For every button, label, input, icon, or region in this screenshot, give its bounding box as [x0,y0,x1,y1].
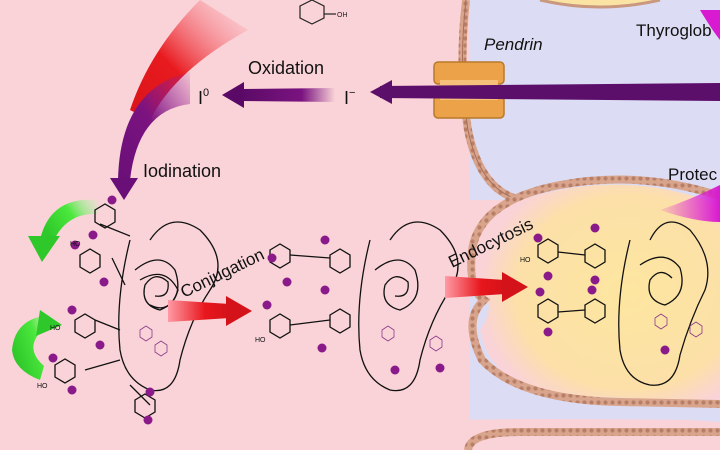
iodide-label: I− [344,87,355,108]
proteolysis-arrow [660,185,720,222]
endocytosis-arrow-shaft [445,276,505,298]
iodide-transport-head [370,80,392,104]
oxidation-arrow-head [222,82,244,108]
ho-label-3: HO [37,383,48,390]
iodine-label: I0 [198,87,209,108]
iodination-label: Iodination [143,161,221,181]
small-molecule-middle [381,325,443,352]
pendrin-label: Pendrin [484,35,543,54]
iodination-arrow-body [118,72,190,180]
thyroglobulin-conjugated-middle [269,221,459,392]
green-coupling-arrowhead-bottom [36,310,62,336]
green-coupling-arrow-bottom [12,315,56,380]
ho-label-4: HO [255,337,266,344]
oxidation-arrow-shaft [240,88,335,102]
iodide-transport-shaft [380,83,720,101]
top-magenta-arrow [700,10,720,40]
thyroglobulin-iodinated-left [54,203,219,419]
endocytosis-arrow-head [502,272,528,302]
conjugation-arrow-head [226,296,252,326]
ho-label-1: HO [70,241,81,248]
small-molecule-left [139,325,168,357]
iodination-arrow-head [110,178,138,200]
green-coupling-arrowhead-top [28,236,60,262]
vesicle-membrane [467,175,720,408]
ho-label-5: HO [520,257,531,264]
thyroglobulin-label: Thyroglob [636,21,712,40]
thyroglobulin-in-vesicle [537,221,709,386]
svg-text:OH: OH [337,12,348,19]
proteolysis-label: Protec [668,165,718,184]
top-molecule-fragment: OH [299,0,348,25]
iodine-atoms-left [48,195,155,425]
small-molecule-vesicle [654,313,703,338]
thyroglobulin-vesicle-top [539,0,661,9]
iodine-atoms-middle [262,235,445,375]
apical-membrane-edge [461,0,521,201]
iodine-atoms-vesicle [533,223,670,355]
conjugation-arrow-shaft [168,300,230,322]
ho-label-2: HO [50,325,61,332]
oxidation-label: Oxidation [248,58,324,78]
basal-membrane [464,428,720,450]
green-coupling-arrow-top [40,199,98,244]
